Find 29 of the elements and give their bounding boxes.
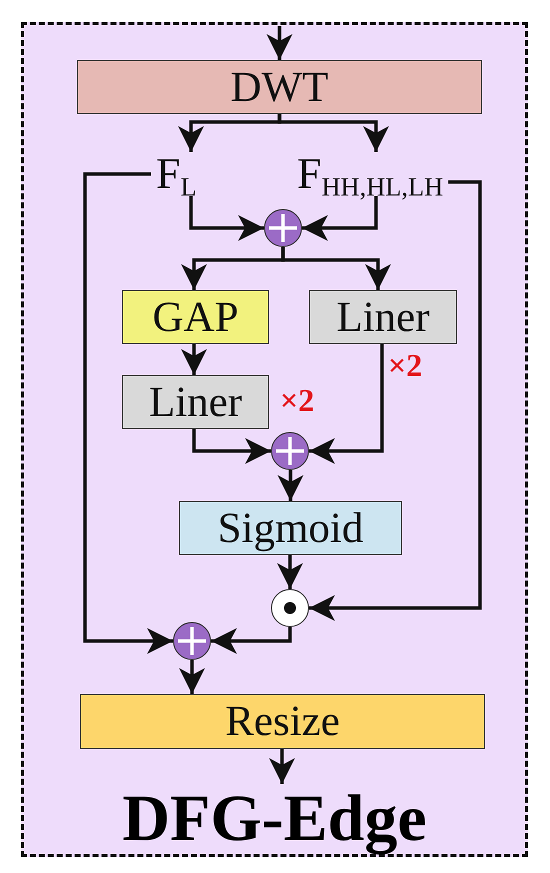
arrow: [309, 180, 482, 621]
arrow: [181, 344, 207, 375]
repeat-label: ×2: [388, 349, 422, 381]
process-box: Liner: [309, 290, 457, 344]
arrow: [192, 429, 271, 464]
arrow: [83, 172, 173, 654]
arrow: [278, 470, 304, 501]
process-box: Sigmoid: [179, 501, 402, 555]
arrow: [281, 247, 391, 290]
process-box: DWT: [77, 60, 482, 114]
arrow: [266, 26, 292, 60]
arrow: [189, 196, 264, 241]
arrow: [277, 555, 303, 589]
arrow: [179, 660, 205, 694]
process-box: GAP: [122, 290, 269, 344]
arrow: [211, 627, 292, 654]
arrow: [278, 114, 389, 152]
add-circle: [264, 209, 302, 247]
add-circle: [173, 622, 211, 660]
arrow: [309, 344, 384, 464]
process-box: Resize: [80, 694, 485, 749]
product-circle: [271, 589, 309, 627]
arrow: [302, 196, 378, 241]
add-circle: [271, 432, 309, 470]
feature-label: F$_{L}$: [151, 152, 202, 196]
repeat-label: ×2: [280, 384, 314, 416]
module-panel: [21, 22, 528, 857]
arrow: [269, 749, 295, 784]
process-box: Liner: [122, 375, 269, 429]
